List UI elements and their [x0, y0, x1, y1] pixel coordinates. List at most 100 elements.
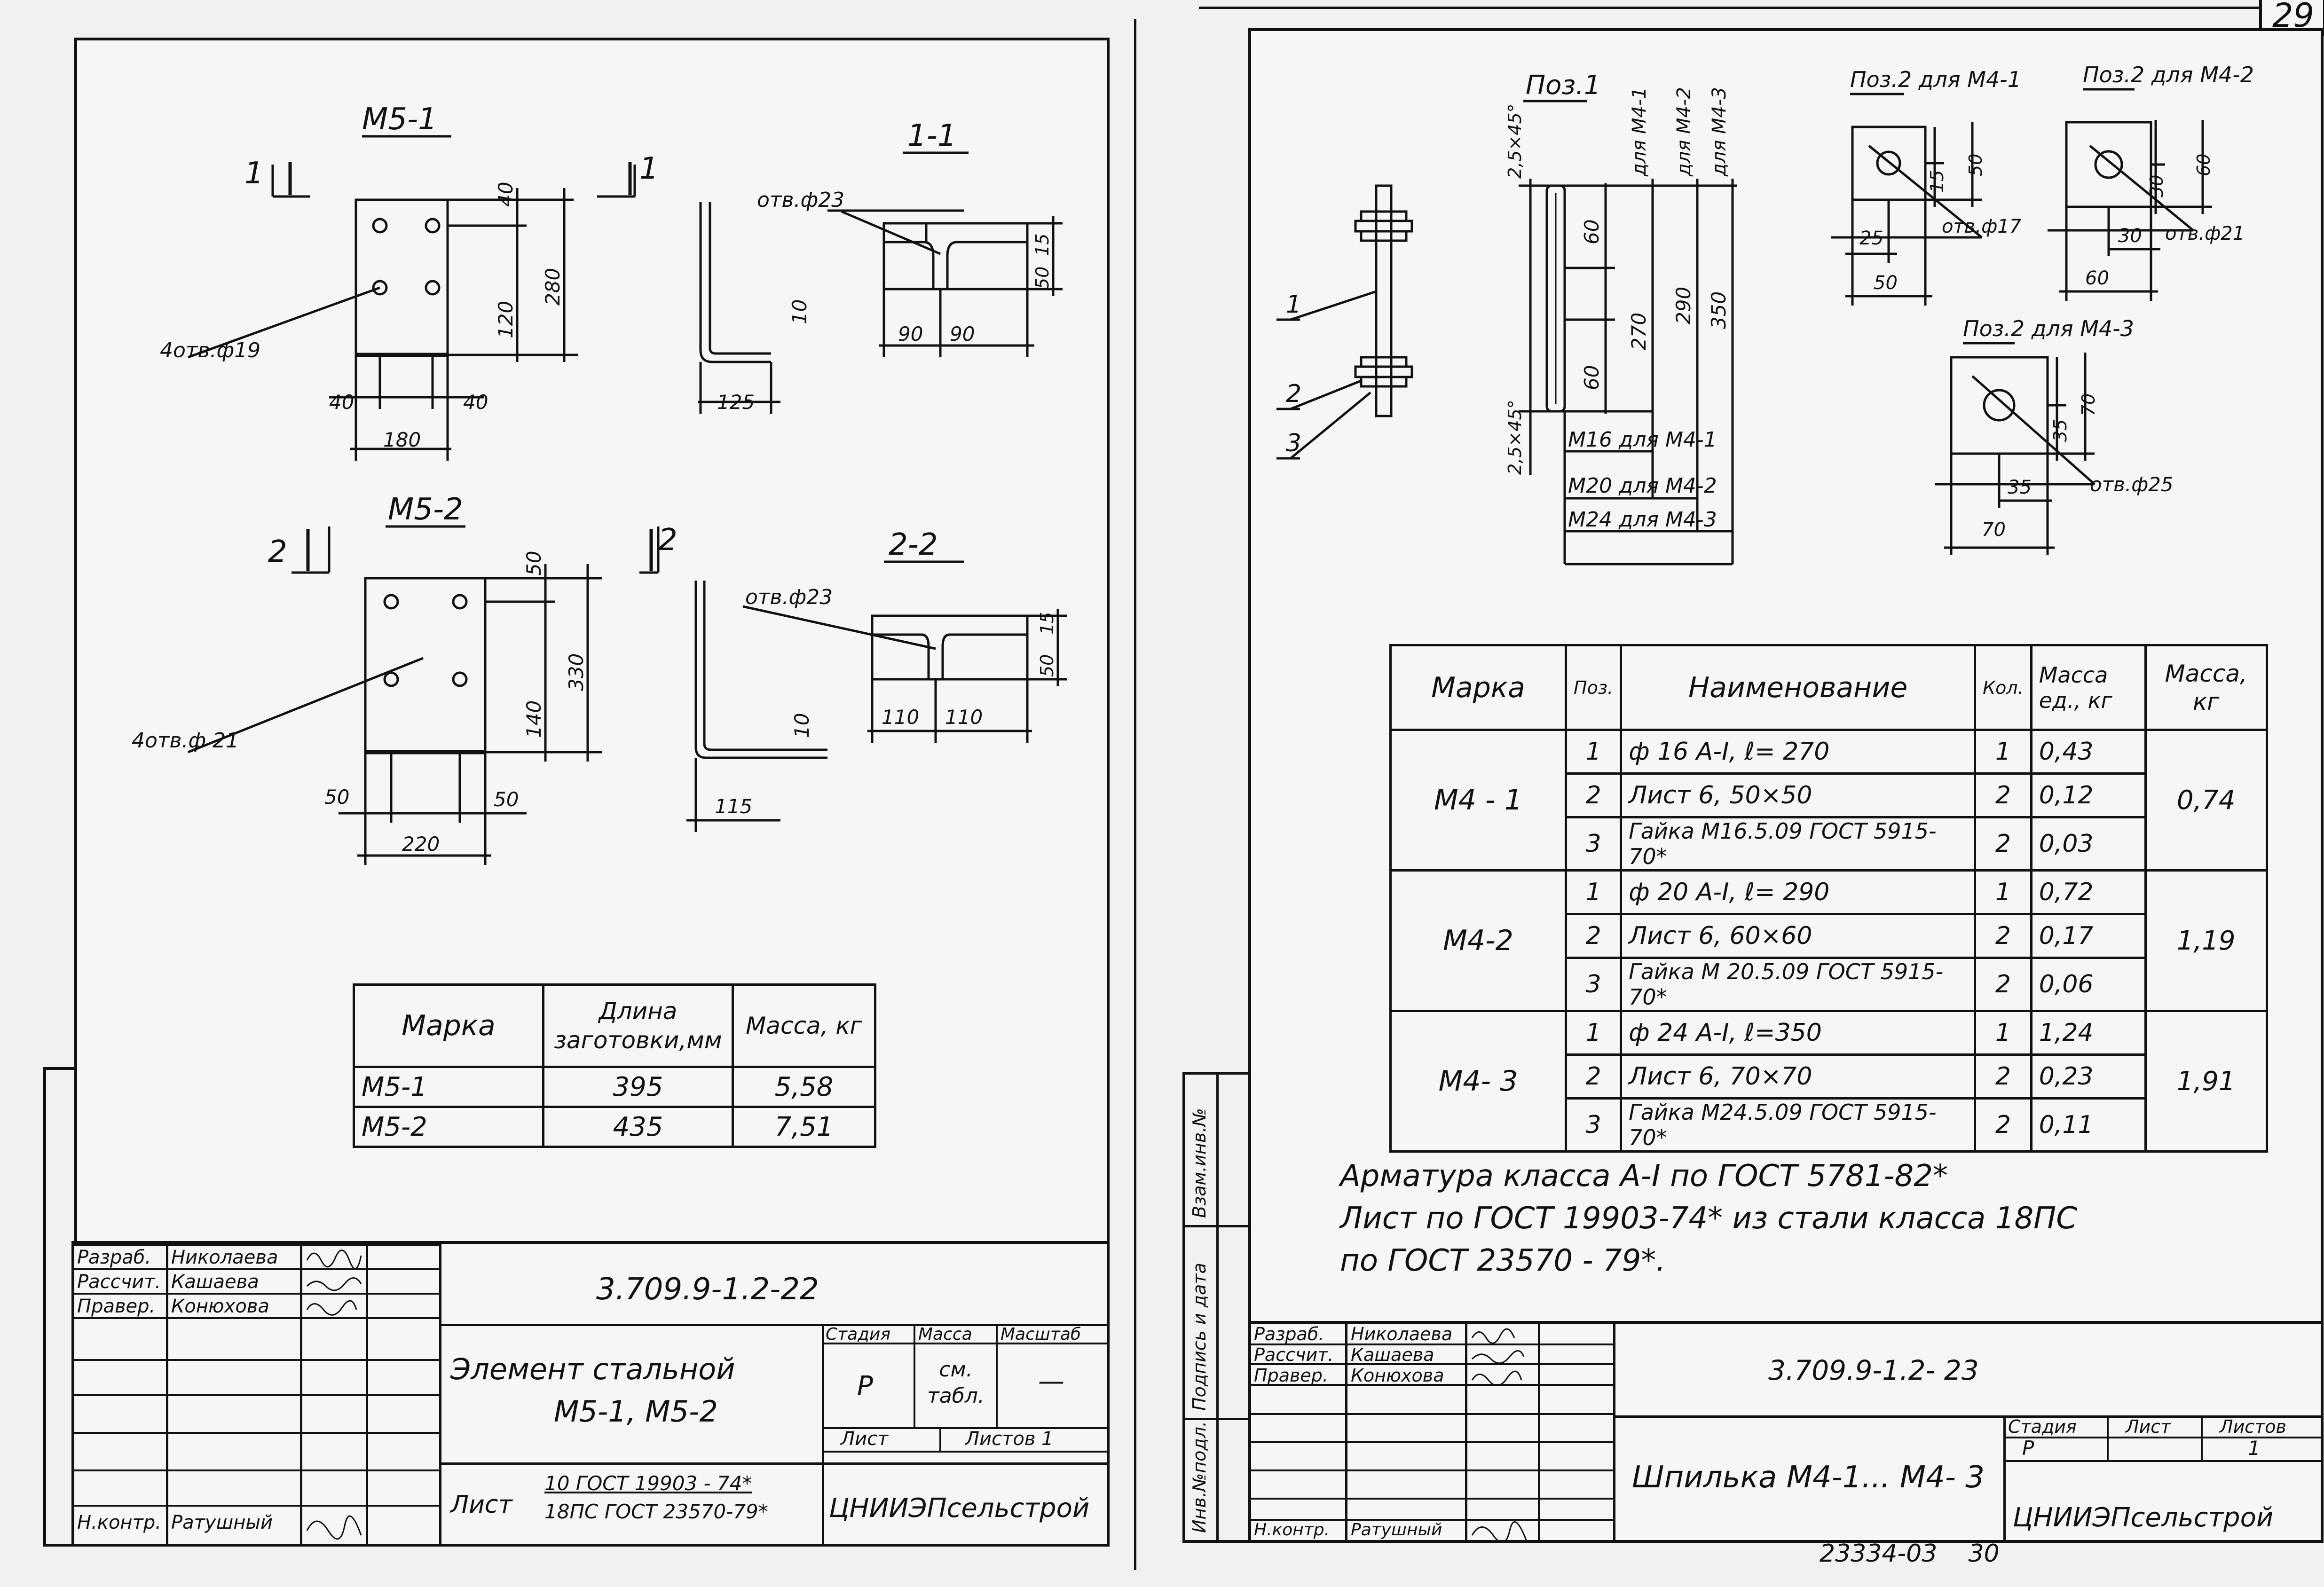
- spec-h-total: Масса, кг: [2144, 644, 2268, 731]
- spec-g1-r1-mass: 0,43: [2030, 729, 2147, 775]
- m52-dim-right: 50: [494, 788, 519, 811]
- spec-g2-r2-pos: 2: [1564, 913, 1623, 959]
- callout-1: 1: [1286, 291, 1301, 319]
- pos2b-d3: 30: [2118, 225, 2142, 247]
- m51-slot-label: отв.ф23: [757, 188, 844, 212]
- spec-g3-r3-qty: 2: [1974, 1097, 2033, 1153]
- spec-g1-r1-pos: 1: [1564, 729, 1623, 775]
- spec-g1-r3-qty: 2: [1974, 816, 2033, 872]
- rtb-stage-header: Стадия: [2008, 1416, 2077, 1437]
- spec-g3-r1-pos: 1: [1564, 1010, 1623, 1056]
- spec-g1-r2-mass: 0,12: [2030, 772, 2147, 818]
- spec-g2-r2-qty: 2: [1974, 913, 2033, 959]
- tb-element-name-1: Элемент стальной: [450, 1352, 735, 1386]
- spec-g2-r3-name: Гайка М 20.5.09 ГОСТ 5915-70*: [1620, 957, 1977, 1012]
- footer-code: 23334-03 30: [1820, 1540, 2000, 1568]
- pos2b-d2: 60: [2193, 154, 2214, 176]
- m52-dim-width: 220: [402, 833, 440, 856]
- spec-g3-r1-name: ф 24 А-I, ℓ=350: [1620, 1010, 1977, 1056]
- m52-dim-left: 50: [324, 786, 349, 809]
- m51-dim-leg: 125: [717, 391, 755, 414]
- tb-role-1: Разраб.: [77, 1247, 151, 1268]
- tb-scale-value: —: [1038, 1366, 1064, 1397]
- m52-dim-top: 50: [522, 551, 545, 576]
- pos2a-title: Поз.2 для М4-1: [1850, 67, 2021, 92]
- spec-g2-r3-qty: 2: [1974, 957, 2033, 1012]
- tb-role-8: Н.контр.: [77, 1512, 161, 1533]
- pos2a-d4: 50: [1874, 272, 1898, 294]
- note-2: Лист по ГОСТ 19903-74* из стали класса 1…: [1340, 1201, 2077, 1236]
- tb-name-2: Кашаева: [171, 1271, 259, 1293]
- pos1-for-2: для М4-2: [1673, 87, 1695, 177]
- tb-element-name-2: М5-1, М5-2: [554, 1394, 718, 1429]
- callout-2: 2: [1286, 380, 1301, 408]
- spec-g1-total: 0,74: [2144, 729, 2268, 872]
- m52-s-h: 50: [1037, 654, 1057, 677]
- col-mass-header: Масса, кг: [732, 983, 876, 1068]
- rtb-stage-value: Р: [2022, 1437, 2034, 1460]
- spec-h-name: Наименование: [1620, 644, 1977, 731]
- pos2a-d2: 50: [1965, 154, 1986, 176]
- spec-g2-mark: М4-2: [1389, 869, 1567, 1012]
- pos1-thread-1: М16 для М4-1: [1568, 428, 1717, 452]
- spec-g1-r3-pos: 3: [1564, 816, 1623, 872]
- m51-section-mark-a: 1: [244, 156, 264, 191]
- spec-g1-r2-qty: 2: [1974, 772, 2033, 818]
- left-drawings: М5-1 1 1 1-1 4отв.ф19 отв.ф23 40 280 120…: [132, 102, 1067, 865]
- rtb-sheets-header: Листов: [2220, 1416, 2286, 1437]
- pos2c-title: Поз.2 для М4-3: [1963, 316, 2134, 341]
- spec-g2-r1-name: ф 20 А-I, ℓ= 290: [1620, 869, 1977, 915]
- m52-holes-label: 4отв.ф 21: [132, 729, 239, 753]
- right-side-strip: Инв.№подл. Подпись и дата Взам.инв.№: [1182, 1072, 1251, 1543]
- right-titleblock: Разраб. Рассчит. Правер. Н.контр. Никола…: [1248, 1321, 2324, 1543]
- tb-signatures: [306, 1249, 362, 1540]
- rtb-name-3: Конюхова: [1351, 1365, 1444, 1386]
- m51-s-h: 50: [1032, 267, 1053, 289]
- pos2c-d3: 35: [2008, 477, 2032, 498]
- spec-g1-r1-name: ф 16 А-I, ℓ= 270: [1620, 729, 1977, 775]
- m51-dim-height: 280: [541, 268, 564, 306]
- m51-dim-left: 40: [329, 391, 354, 414]
- rtb-element-name: Шпилька М4-1... М4- 3: [1632, 1460, 1985, 1495]
- note-1: Арматура класса А-I по ГОСТ 5781-82*: [1340, 1159, 1948, 1194]
- pos2c-d2: 70: [2078, 393, 2099, 416]
- m52-slot-label: отв.ф23: [745, 585, 833, 609]
- rtb-signatures: [1471, 1328, 1527, 1540]
- tb-doc-code: 3.709.9-1.2-22: [596, 1272, 819, 1307]
- tb-mass-header: Масса: [918, 1325, 972, 1344]
- m52-s-top: 15: [1037, 612, 1057, 635]
- m51-dim-mid: 120: [494, 301, 517, 338]
- spec-g3-r2-pos: 2: [1564, 1053, 1623, 1100]
- row1-mark: М5-1: [353, 1066, 544, 1108]
- m51-dim-width: 180: [383, 428, 421, 451]
- tb-stage-value: Р: [857, 1371, 873, 1401]
- spec-g3-r1-qty: 1: [1974, 1010, 2033, 1056]
- m52-section-title: 2-2: [889, 527, 938, 562]
- pos2b-d4: 60: [2085, 267, 2109, 289]
- pos1-dim-60-bottom: 60: [1580, 365, 1603, 390]
- pos1-for-3: для М4-3: [1709, 87, 1730, 177]
- row1-length: 395: [542, 1066, 734, 1108]
- m51-holes-label: 4отв.ф19: [160, 338, 260, 362]
- pos1-for-1: для М4-1: [1629, 87, 1650, 177]
- m51-section-title: 1-1: [907, 118, 957, 153]
- spec-table: Марка Поз. Наименование Кол. Масса ед., …: [1389, 644, 2268, 1153]
- page-gutter: [1134, 19, 1136, 1570]
- m51-s-top: 15: [1032, 234, 1053, 256]
- left-length-mass-table: Марка Длина заготовки,мм Масса, кг М5-1 …: [353, 983, 876, 1148]
- tb-scale-header: Масштаб: [1001, 1325, 1081, 1344]
- side-label-sign: Подпись и дата: [1189, 1263, 1210, 1411]
- m52-s-w1: 110: [882, 706, 919, 729]
- m52-section-mark-b: 2: [658, 523, 678, 558]
- tb-role-2: Рассчит.: [77, 1271, 161, 1293]
- spec-g2-r1-mass: 0,72: [2030, 869, 2147, 915]
- col-mark-header: Марка: [353, 983, 544, 1068]
- side-label-inv: Инв.№подл.: [1189, 1421, 1210, 1533]
- left-side-stub: [43, 1067, 77, 1547]
- col-length-header: Длина заготовки,мм: [542, 983, 734, 1068]
- pos1-dim-270: 270: [1627, 313, 1650, 350]
- side-label-replace: Взам.инв.№: [1189, 1108, 1210, 1218]
- tb-material-label: Лист: [450, 1491, 512, 1519]
- row2-mark: М5-2: [353, 1106, 544, 1148]
- spec-g1-mark: М4 - 1: [1389, 729, 1567, 872]
